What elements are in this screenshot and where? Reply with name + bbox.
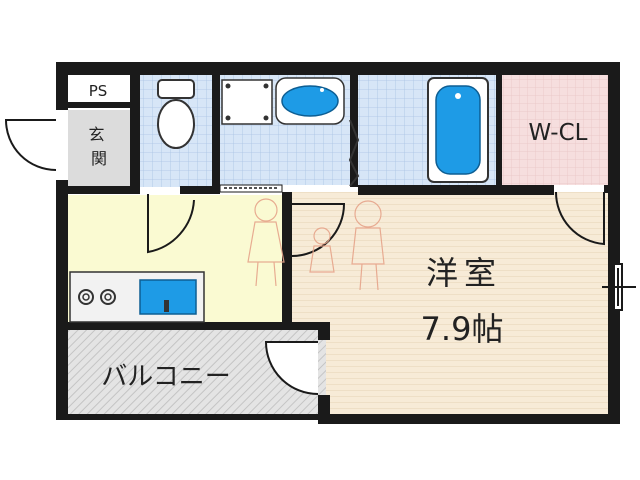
genkan-char-1: 玄 (88, 125, 104, 144)
walls (56, 62, 620, 424)
ps-area (68, 75, 130, 103)
front-door (4, 119, 57, 171)
bathtub-icon (427, 77, 489, 183)
kitchen-door (147, 194, 195, 254)
family-illustration (247, 198, 385, 291)
genkan-floor (68, 110, 130, 192)
room-size-label: 7.9帖 (421, 310, 504, 348)
balcony-door (264, 341, 319, 395)
room-door (291, 203, 346, 257)
closet-floor (502, 75, 612, 185)
window (602, 263, 636, 311)
ps-label: PS (89, 82, 108, 100)
western-room-label: 洋室 (426, 254, 502, 292)
balcony-label: バルコニー (101, 362, 230, 392)
toilet-icon (157, 79, 195, 149)
folding-door (348, 119, 360, 187)
washbasin-icon (221, 77, 345, 125)
genkan-label: 玄 関 (88, 125, 109, 168)
kitchen-counter (69, 271, 205, 323)
doors (4, 119, 605, 395)
wcl-label: W-CL (529, 120, 588, 146)
closet-door (554, 191, 605, 246)
western-room-floor (290, 192, 612, 417)
